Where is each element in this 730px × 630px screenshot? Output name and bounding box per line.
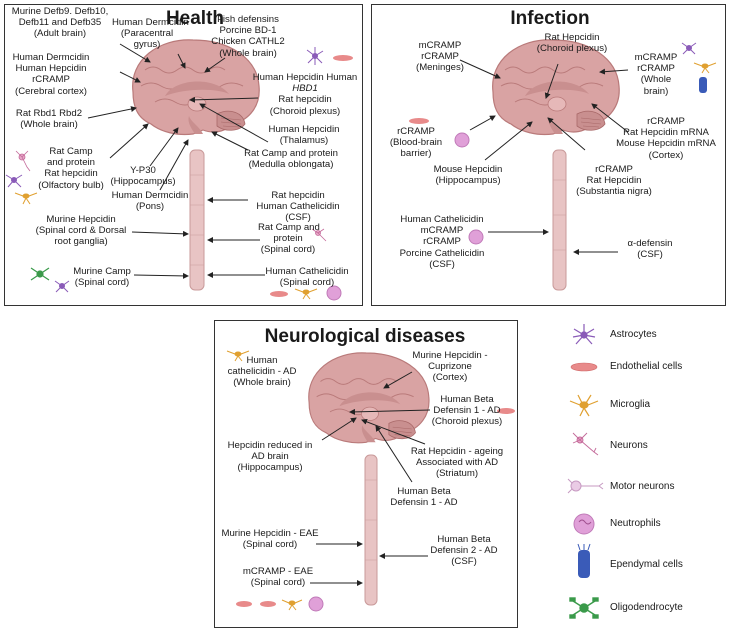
health-label-10: Human Dermcidin(Pons) [111,190,189,213]
decor-cells [5,42,717,612]
legend-label-ependymal: Ependymal cells [610,559,683,570]
neutrophil-icon [326,285,342,301]
endothelial-cell-icon [570,362,598,372]
health-arrows [87,43,269,279]
legend-label-motor-neurons: Motor neurons [610,481,675,492]
motor-neuron-icon [567,478,604,494]
oligodendrocyte-icon [30,267,50,281]
astrocyte-icon [5,174,23,188]
health-label-5: Rat Rbd1 Rbd2(Whole brain) [15,108,83,131]
infection-label-1: Rat Hepcidin(Choroid plexus) [536,32,608,55]
legend-label-oligodendrocyte: Oligodendrocyte [610,602,683,613]
infection-label-8: α-defensin(CSF) [627,238,673,261]
astrocyte-icon [306,47,324,65]
neuro-label-1: Murine Hepcidin -Cuprizone(Cortex) [412,350,488,384]
legend-label-astrocytes: Astrocytes [610,329,657,340]
microglia-icon [281,599,303,611]
astrocyte-icon [681,42,697,55]
neutrophil-icon [573,513,595,535]
neuro-brain [308,352,430,606]
legend-label-neurons: Neurons [610,440,648,451]
infection-brain [492,39,620,291]
health-label-9: Rat Camp and protein(Medulla oblongata) [244,148,338,171]
neuron-icon [15,150,31,172]
infection-label-5: Mouse Hepcidin(Hippocampus) [433,164,503,187]
microglia-icon [14,192,38,205]
neuro-arrows [310,371,431,586]
astrocyte-icon [54,280,70,293]
neuro-title: Neurological diseases [264,326,466,347]
microglia-icon [693,62,717,74]
neutrophil-icon [468,229,484,245]
endothelial-cell-icon [333,55,353,61]
oligodendrocyte-icon [569,597,599,619]
microglia-icon [226,350,250,362]
health-label-8: Y-P30(Hippocampus) [110,165,176,188]
legend-icons [567,324,604,619]
health-label-6: Human Hepcidin(Thalamus) [268,124,340,147]
endothelial-cell-icon [236,601,252,607]
astrocyte-icon [572,324,596,345]
endothelial-cell-icon [409,118,429,124]
ependymal-cell-icon [578,550,590,578]
health-label-15: Human Cathelicidin(Spinal cord) [265,266,349,289]
ependymal-cell-icon [699,77,707,93]
neutrophil-icon [454,132,470,148]
legend-label-microglia: Microglia [610,399,651,410]
neutrophil-icon [308,596,324,612]
microglia-icon [569,394,599,417]
legend-label-neutrophils: Neutrophils [610,518,661,529]
neuro-label-6: Murine Hepcidin - EAE(Spinal cord) [221,528,319,551]
neuron-icon [572,432,599,456]
neuron-icon [311,228,327,242]
infection-arrows [459,59,629,255]
health-label-14: Murine Camp(Spinal cord) [73,266,131,289]
endothelial-cell-icon [260,601,276,607]
legend-label-endothelial: Endothelial cells [610,361,683,372]
microglia-icon [294,288,318,300]
endothelial-cell-icon [497,408,515,414]
health-label-0: Murine Defb9. Defb10,Defb11 and Defb35(A… [11,6,109,40]
health-title: Health [165,8,225,29]
health-brain [132,39,260,291]
endothelial-cell-icon [270,291,288,297]
neuro-label-8: mCRAMP - EAE(Spinal cord) [242,566,314,589]
infection-title: Infection [510,8,590,29]
